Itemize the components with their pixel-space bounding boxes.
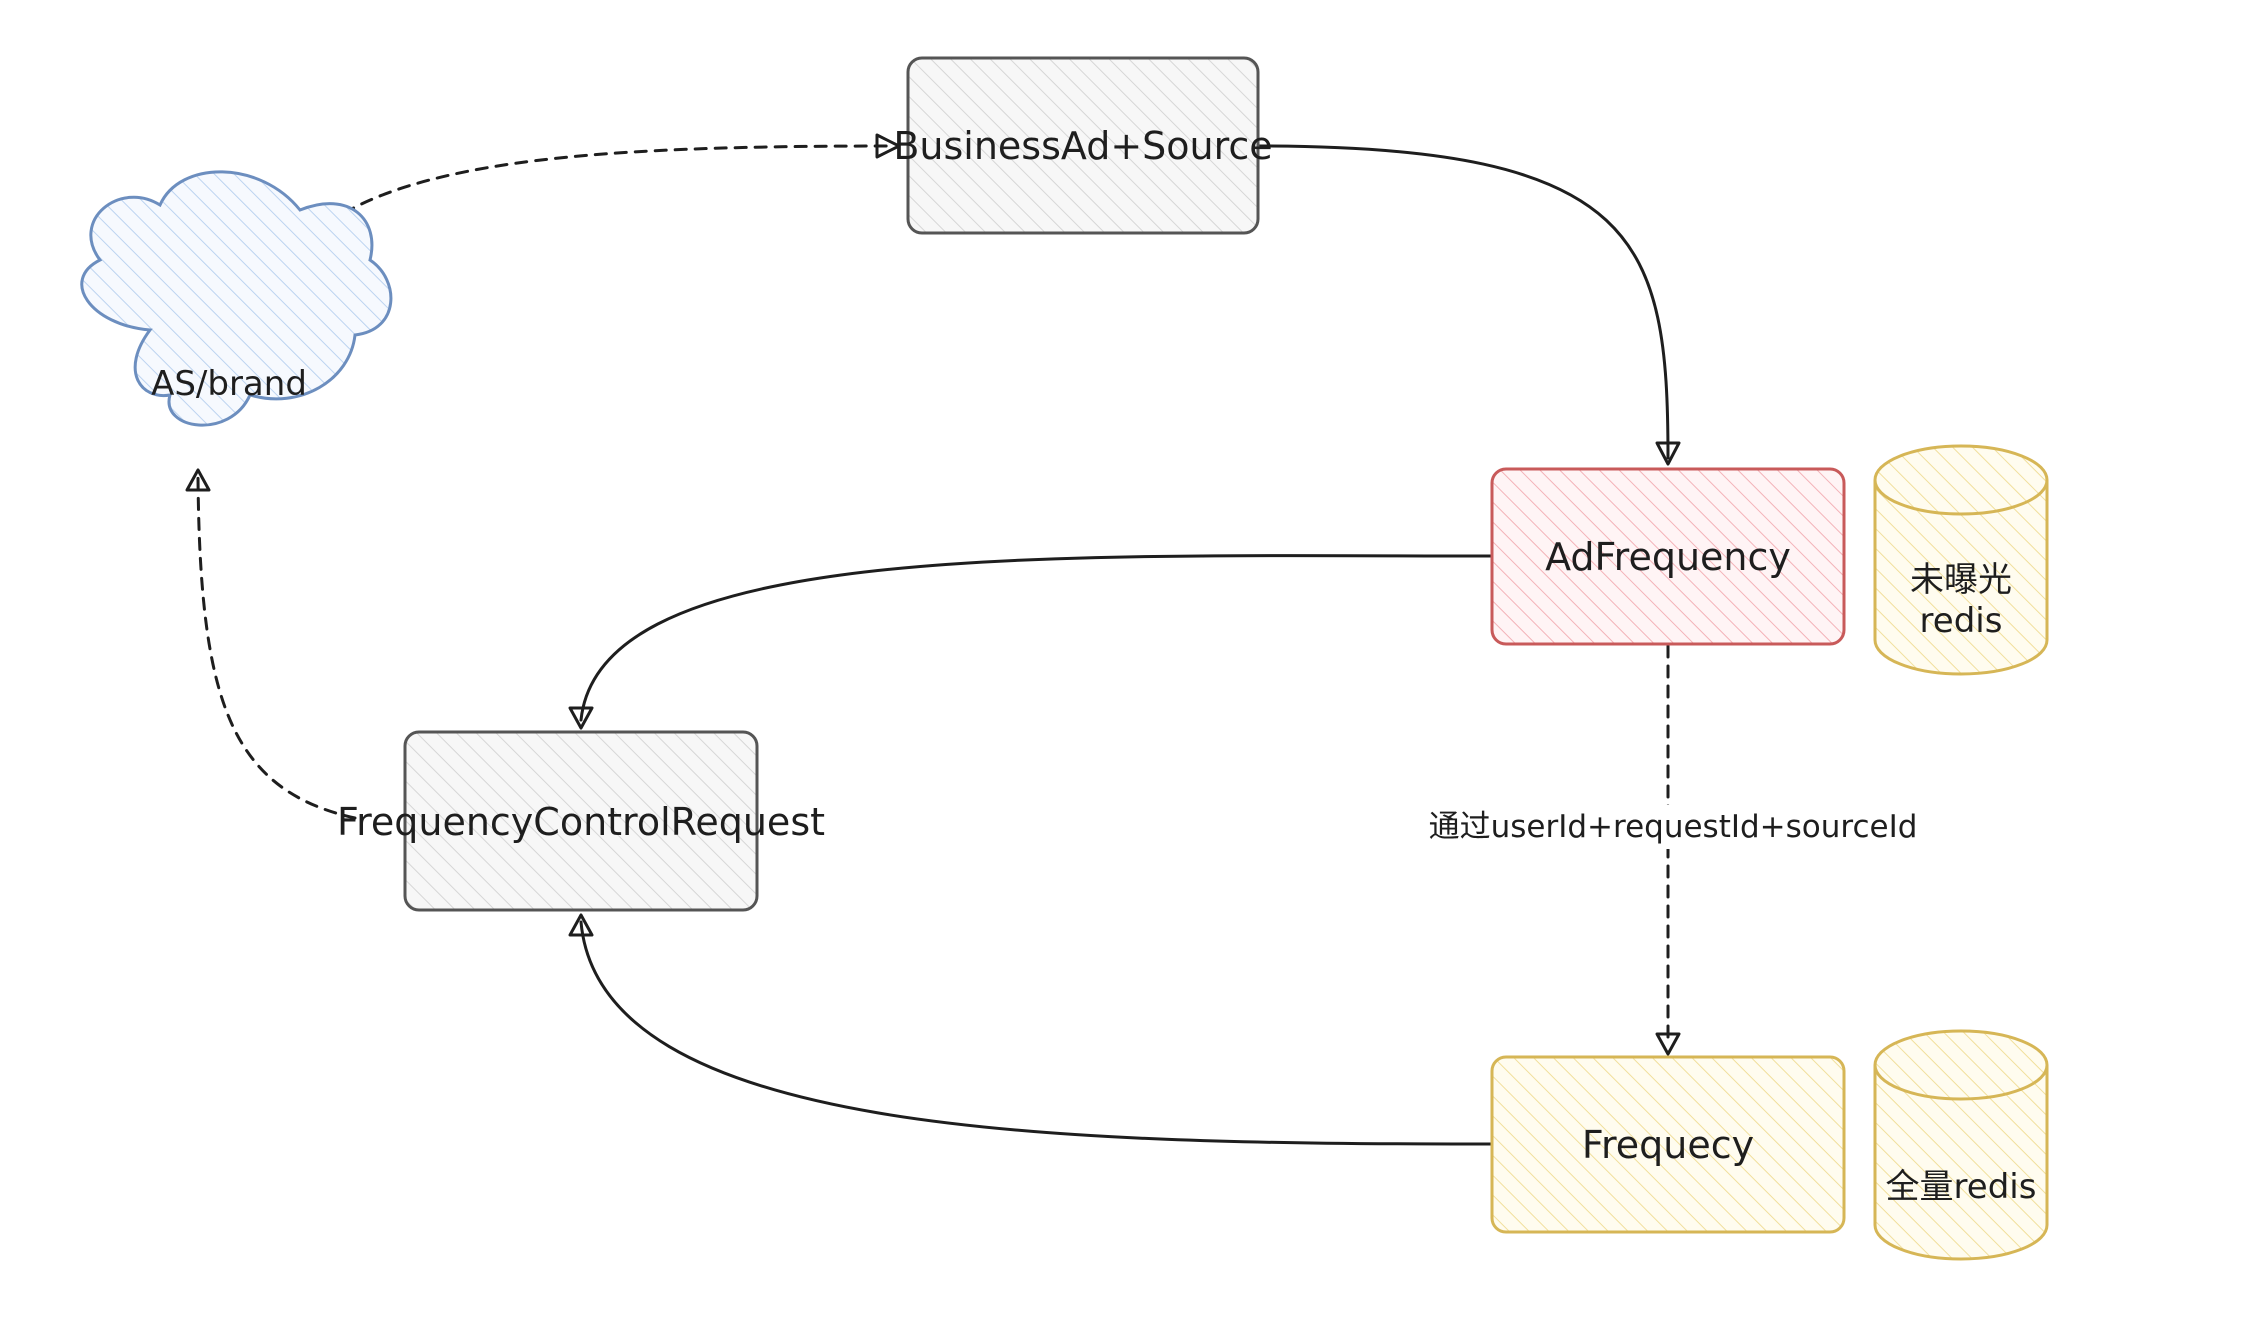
edge-label-background [1430,805,1916,849]
node-frequecy-label: Frequecy [1582,1123,1754,1167]
node-frequency-control-request: FrequencyControlRequest [337,730,825,912]
edge-label-lookup-key: 通过userId+requestId+sourceId [1429,809,1918,845]
edge-adfrequency-to-fcr-line [579,554,1494,722]
node-businessad-source-shape [906,56,1260,235]
edge-fcr-to-asbrand-line [196,476,357,820]
database-icon-top [1873,1029,2049,1101]
database-icon-top [1873,444,2049,516]
arrowhead-frequecy [1655,1032,1681,1056]
edge-adfrequency-to-fcr [568,554,1494,730]
edge-fcr-to-asbrand [185,468,357,820]
edge-adfrequency-to-frequecy: 通过userId+requestId+sourceId [1429,644,1918,1056]
edge-businessad-to-adfrequency-line [1256,144,1670,460]
node-full-redis-label: 全量redis [1886,1167,2037,1207]
database-icon [1873,1065,2049,1261]
database-icon [1873,480,2049,676]
edge-frequecy-to-fcr-line [579,920,1494,1146]
node-unexposed-redis-label-line1: 未曝光 [1910,560,2012,600]
node-fcr-shape [403,730,759,912]
node-frequecy: Frequecy [1490,1055,1846,1234]
node-full-redis: 全量redis [1873,1029,2049,1261]
arrowhead-fcr-bottom [568,913,594,937]
edge-frequecy-to-fcr [568,913,1494,1146]
node-unexposed-redis-label-line2: redis [1920,601,2003,641]
node-fcr-label: FrequencyControlRequest [337,800,825,844]
node-as-brand: AS/brand [80,170,393,427]
arrowhead-fcr-top [568,706,594,730]
node-adfrequency: AdFrequency [1490,467,1846,646]
arrowhead-adfrequency [1655,441,1681,466]
node-businessad-source-label: BusinessAd+Source [893,124,1272,168]
node-adfrequency-shape [1490,467,1846,646]
node-as-brand-label: AS/brand [151,364,307,404]
edge-businessad-to-adfrequency [1256,144,1681,466]
cloud-icon [80,170,393,427]
arrowhead-asbrand [185,468,211,492]
node-unexposed-redis: 未曝光 redis [1873,444,2049,676]
node-frequecy-shape [1490,1055,1846,1234]
arrowhead-businessad [875,133,901,159]
node-businessad-source: BusinessAd+Source [893,56,1273,235]
node-adfrequency-label: AdFrequency [1545,535,1791,579]
